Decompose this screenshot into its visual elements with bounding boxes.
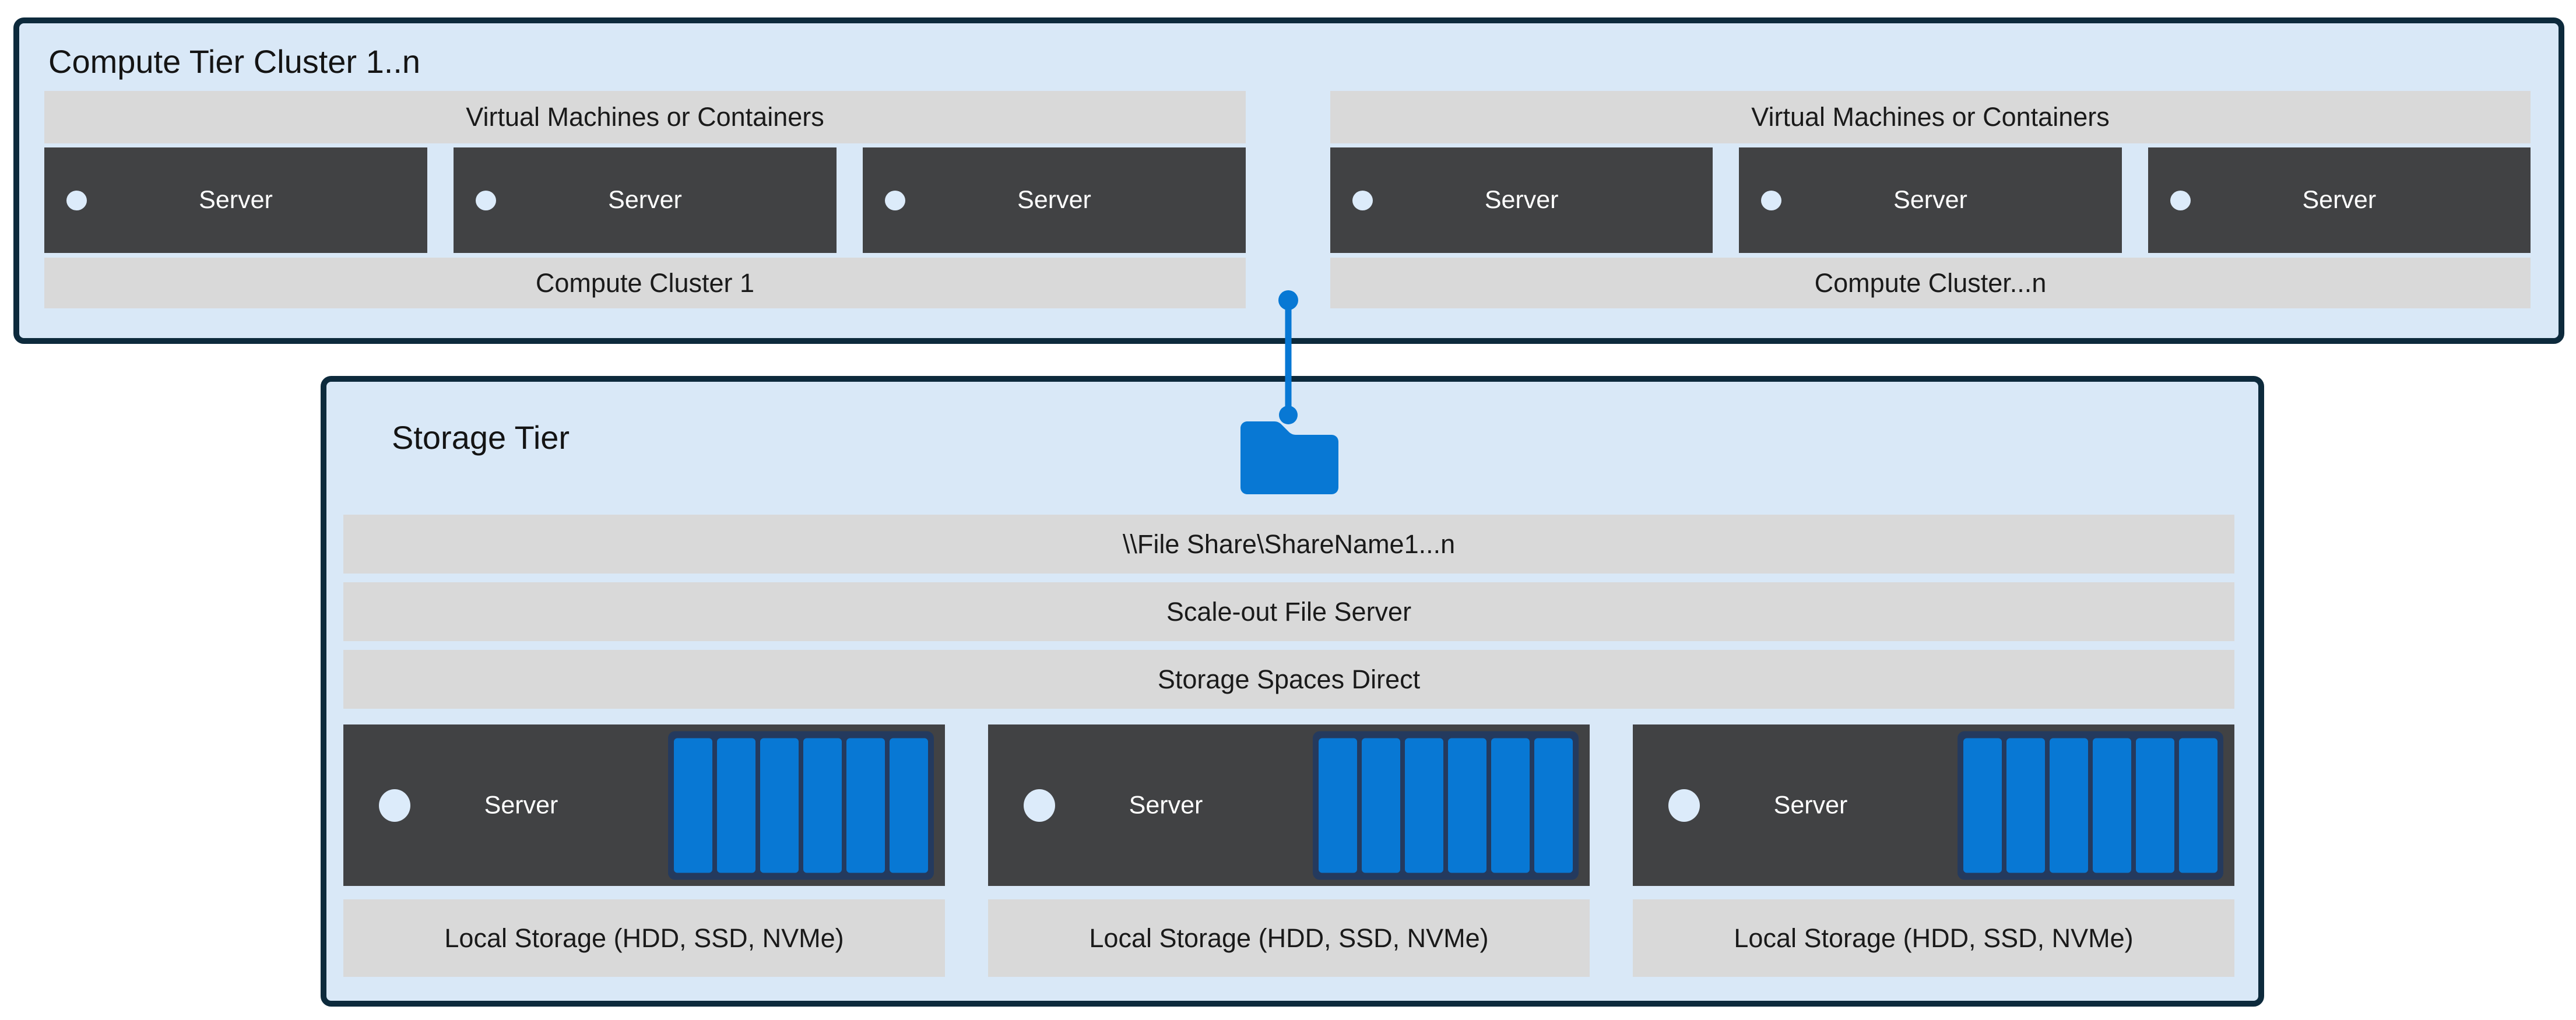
server-indicator-icon xyxy=(1761,190,1782,210)
compute-server-box: Server xyxy=(454,147,837,253)
file-share-bar: \\File Share\ShareName1...n xyxy=(343,515,2234,574)
disk-icon xyxy=(717,738,755,873)
server-label: Server xyxy=(1893,186,1967,214)
disk-icon xyxy=(2050,738,2088,873)
vm-containers-bar: Virtual Machines or Containers xyxy=(1330,91,2531,143)
compute-cluster-1: Virtual Machines or Containers Server Se… xyxy=(44,91,1246,308)
storage-server-box: Server xyxy=(1633,724,2234,886)
server-label: Server xyxy=(1484,186,1559,214)
compute-tier-title: Compute Tier Cluster 1..n xyxy=(48,43,421,80)
server-indicator-icon xyxy=(379,789,410,822)
server-indicator-icon xyxy=(1352,190,1373,210)
server-label: Server xyxy=(1129,791,1203,819)
disk-group xyxy=(1958,731,2223,880)
compute-server-row: Server Server Server xyxy=(44,147,1246,253)
server-label: Server xyxy=(1017,186,1091,214)
disk-icon xyxy=(2006,738,2045,873)
folder-icon xyxy=(1240,421,1338,494)
disk-icon xyxy=(1963,738,2002,873)
server-indicator-icon xyxy=(66,190,87,210)
vm-containers-bar: Virtual Machines or Containers xyxy=(44,91,1246,143)
storage-spaces-direct-bar: Storage Spaces Direct xyxy=(343,650,2234,709)
compute-server-box: Server xyxy=(1330,147,1713,253)
local-storage-bar: Local Storage (HDD, SSD, NVMe) xyxy=(343,899,945,977)
server-indicator-icon xyxy=(1668,789,1700,822)
disk-group xyxy=(1313,731,1579,880)
connector-dot-bottom xyxy=(1279,406,1298,424)
server-indicator-icon xyxy=(885,190,905,210)
disk-icon xyxy=(760,738,799,873)
local-storage-row: Local Storage (HDD, SSD, NVMe) Local Sto… xyxy=(343,899,2234,977)
compute-server-box: Server xyxy=(863,147,1246,253)
server-indicator-icon xyxy=(1024,789,1055,822)
compute-server-box: Server xyxy=(2148,147,2531,253)
disk-icon xyxy=(2093,738,2131,873)
disk-icon xyxy=(846,738,885,873)
server-label: Server xyxy=(608,186,682,214)
connector-dot-top xyxy=(1278,290,1298,310)
compute-server-row: Server Server Server xyxy=(1330,147,2531,253)
compute-cluster-bar: Compute Cluster 1 xyxy=(44,258,1246,308)
disk-icon xyxy=(1448,738,1486,873)
disk-icon xyxy=(1319,738,1357,873)
disk-icon xyxy=(890,738,928,873)
storage-tier-title: Storage Tier xyxy=(392,419,570,456)
server-label: Server xyxy=(199,186,273,214)
server-indicator-icon xyxy=(2170,190,2191,210)
compute-tier-box: Compute Tier Cluster 1..n Virtual Machin… xyxy=(13,17,2564,344)
storage-server-box: Server xyxy=(988,724,1590,886)
disk-icon xyxy=(1491,738,1530,873)
local-storage-bar: Local Storage (HDD, SSD, NVMe) xyxy=(988,899,1590,977)
compute-to-storage-connector xyxy=(1240,290,1338,494)
compute-server-box: Server xyxy=(44,147,427,253)
disk-icon xyxy=(1405,738,1443,873)
compute-cluster-n: Virtual Machines or Containers Server Se… xyxy=(1330,91,2531,308)
server-label: Server xyxy=(2302,186,2377,214)
compute-server-box: Server xyxy=(1739,147,2122,253)
server-indicator-icon xyxy=(476,190,496,210)
server-label: Server xyxy=(484,791,558,819)
disk-icon xyxy=(2136,738,2174,873)
disk-icon xyxy=(1534,738,1573,873)
storage-server-row: Server Server xyxy=(343,724,2234,886)
storage-server-box: Server xyxy=(343,724,945,886)
scale-out-file-server-bar: Scale-out File Server xyxy=(343,582,2234,641)
server-label: Server xyxy=(1773,791,1848,819)
disk-icon xyxy=(674,738,712,873)
disk-icon xyxy=(2179,738,2217,873)
disk-icon xyxy=(803,738,842,873)
disk-group xyxy=(668,731,934,880)
compute-cluster-bar: Compute Cluster...n xyxy=(1330,258,2531,308)
local-storage-bar: Local Storage (HDD, SSD, NVMe) xyxy=(1633,899,2234,977)
disk-icon xyxy=(1362,738,1400,873)
